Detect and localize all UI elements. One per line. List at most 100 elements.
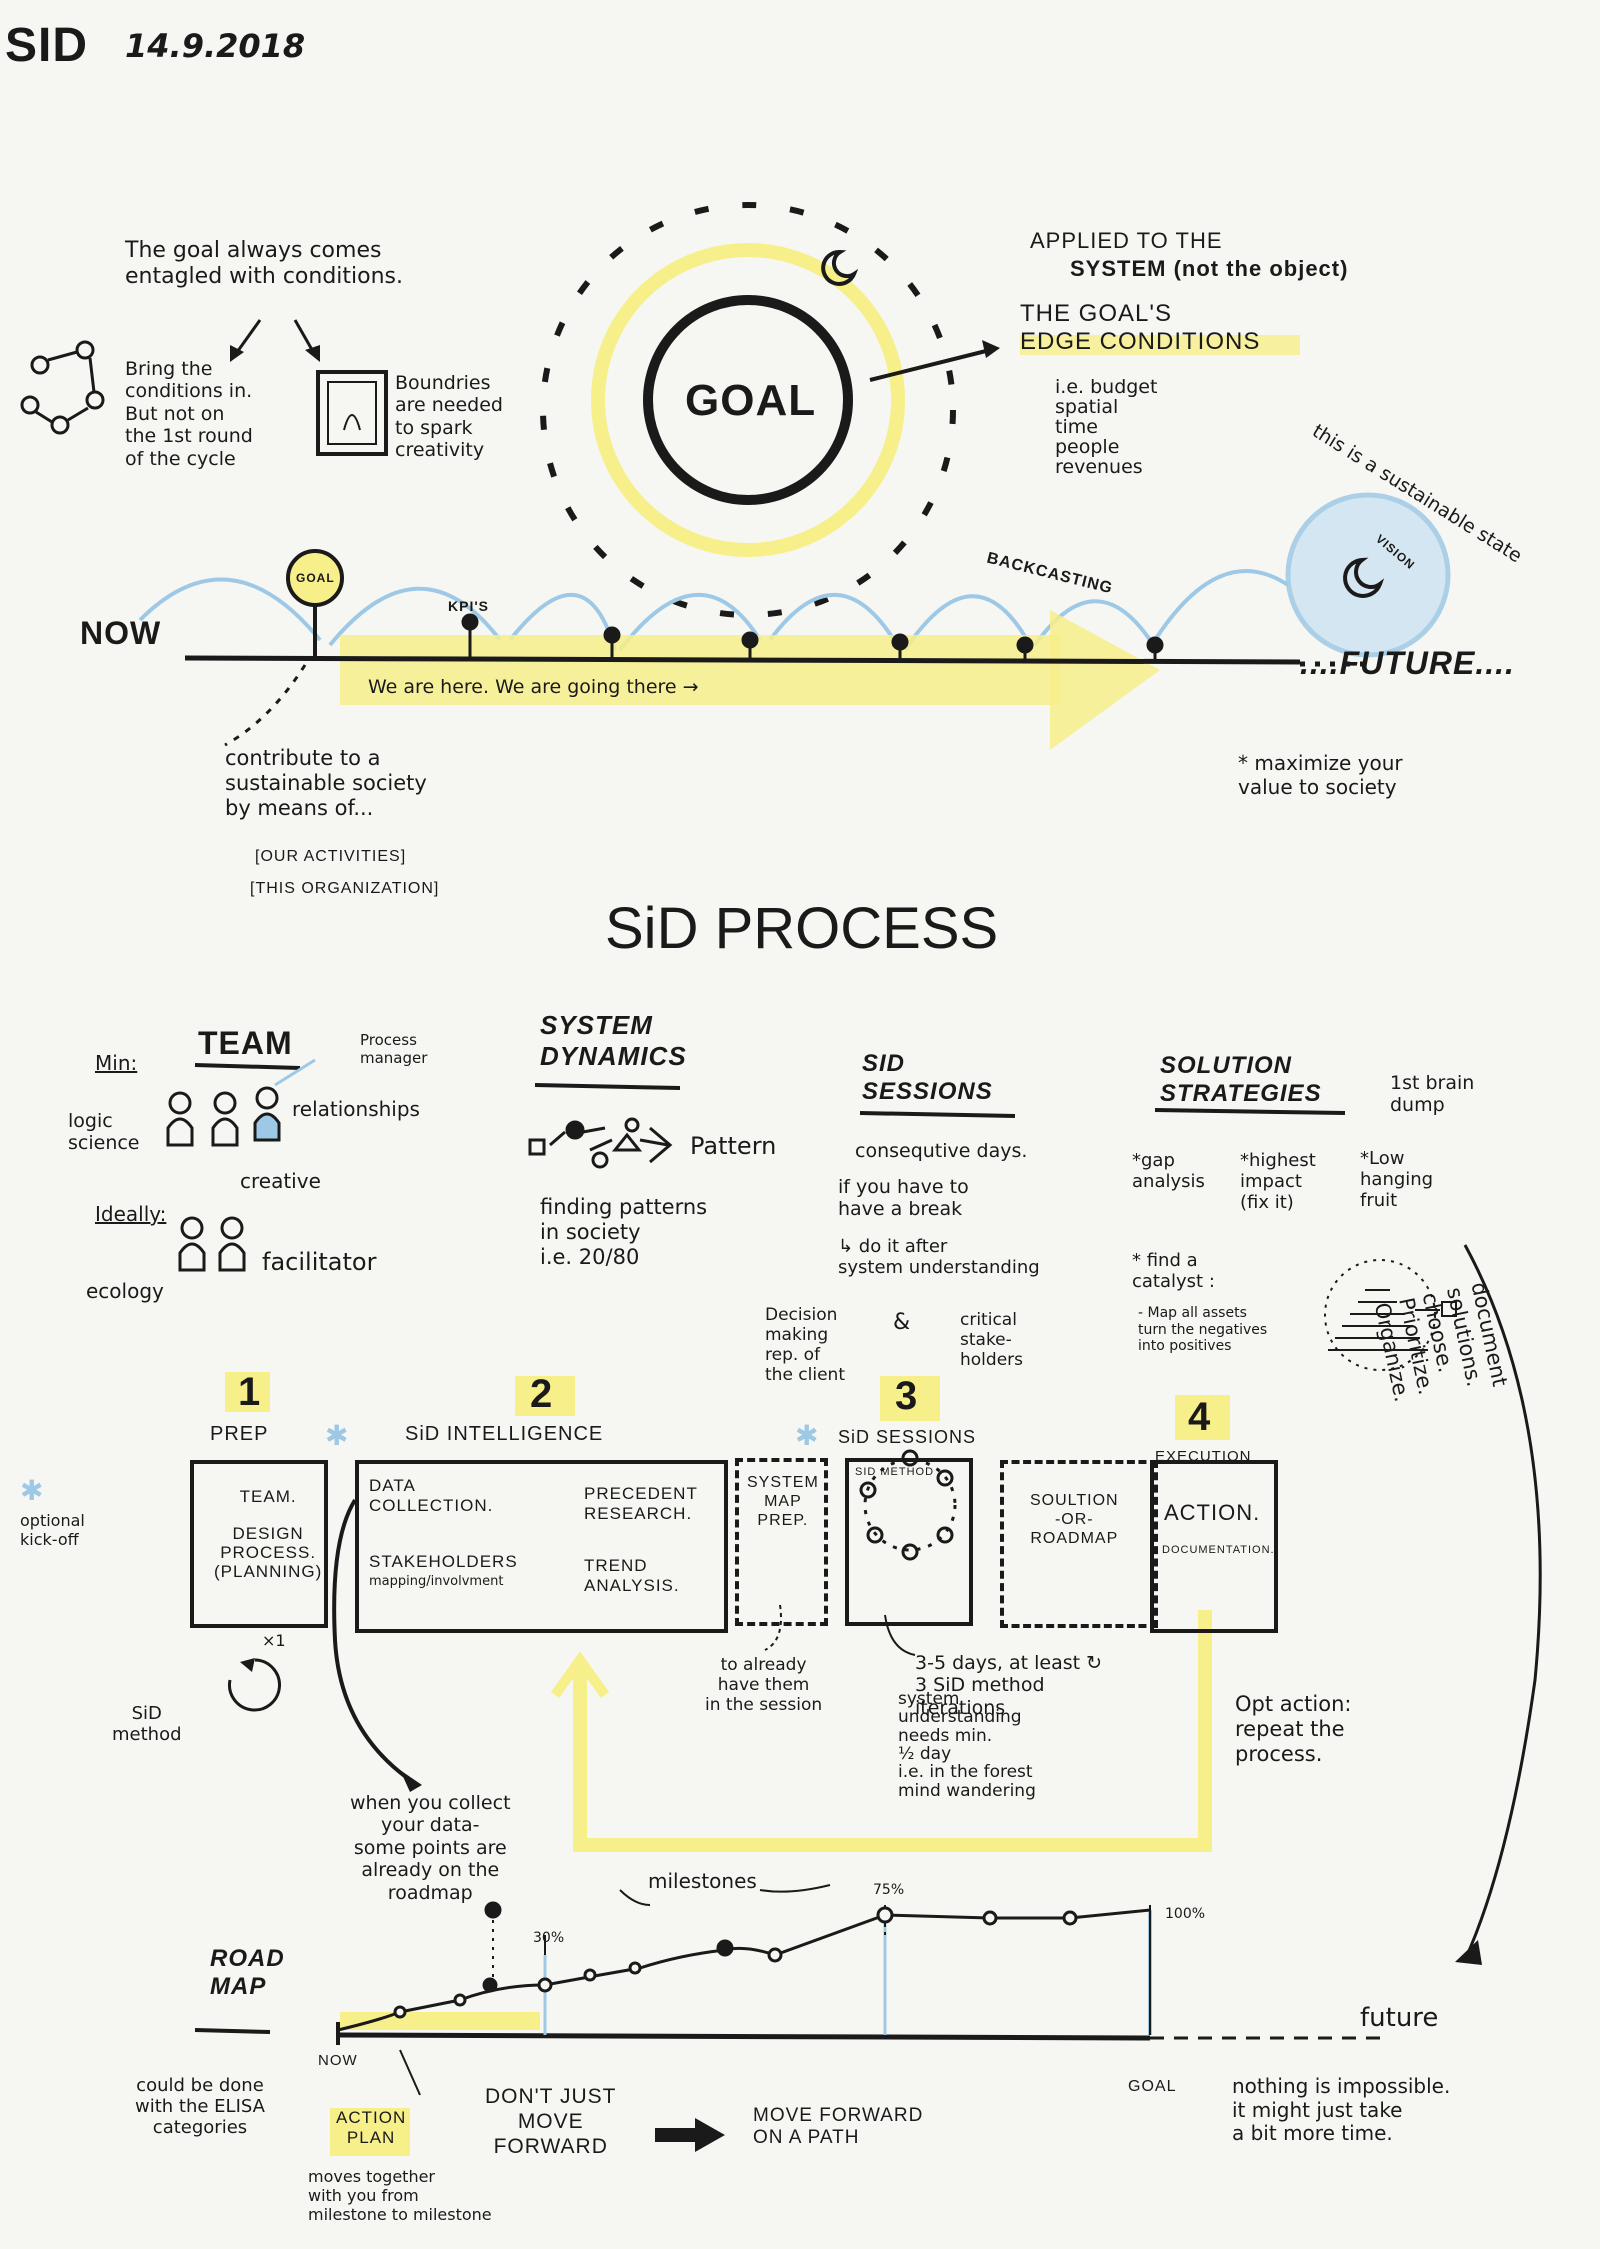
vision-circle	[1285, 492, 1451, 658]
bring-conditions-text: Bring the conditions in. But not on the …	[125, 358, 253, 470]
roadmap-future-label: future	[1360, 2003, 1439, 2033]
milestone-30-label: 30%	[533, 1930, 565, 1946]
prep-box: TEAM. DESIGN PROCESS. (planning)	[190, 1460, 328, 1628]
catalyst-text: * find a catalyst :	[1132, 1250, 1215, 1293]
optional-kickoff-text: optional kick-off	[20, 1511, 85, 1549]
mapping-involvement-text: mapping/involvment	[369, 1574, 504, 1589]
action-text: ACTION.	[1164, 1500, 1261, 1525]
goal-sun-glow	[591, 243, 905, 557]
feedback-loop	[573, 1610, 1212, 1852]
this-organization-label: [THIS ORGANIZATION]	[250, 880, 440, 897]
pattern-label: Pattern	[690, 1132, 777, 1160]
applied-to-label: APPLIED TO THE	[1030, 228, 1223, 253]
creative-label: creative	[240, 1169, 321, 1193]
step-4-number: 4	[1188, 1395, 1211, 1439]
elisa-text: could be done with the ELISA categories	[135, 2075, 265, 2139]
roadmap-points	[393, 1901, 1078, 2019]
team-figures	[166, 1086, 281, 1272]
roadmap-now-label: NOW	[318, 2052, 358, 2069]
star-icons: ✱ ✱ ✱	[20, 1419, 818, 1507]
conditions-list: i.e. budget spatial time people revenues	[1055, 376, 1158, 478]
trend-analysis-text: TREND ANALYSIS.	[584, 1556, 680, 1596]
step-2-number: 2	[530, 1372, 553, 1416]
consecutive-days-text: consequtive days.	[855, 1140, 1028, 1162]
svg-text:✱: ✱	[20, 1474, 43, 1507]
milestone-75-label: 75%	[873, 1882, 905, 1898]
cycle-icon	[20, 340, 105, 435]
execution-box: ACTION. DOCUMENTATION.	[1150, 1460, 1278, 1633]
impossible-text: nothing is impossible. it might just tak…	[1232, 2074, 1451, 2146]
highest-impact-text: *highest impact (fix it)	[1240, 1150, 1316, 1214]
backcasting-arcs	[138, 569, 1290, 652]
sid-sessions-heading: SiD SESSIONS	[862, 1050, 993, 1106]
system-label: SYSTEM (not the object)	[1070, 256, 1349, 281]
solution-roadmap-text: SOULTION -OR- ROADMAP	[1030, 1492, 1119, 1547]
step-1-label: PREP	[210, 1423, 269, 1445]
now-label: NOW	[80, 615, 162, 651]
precedent-research-text: PRECEDENT RESEARCH.	[584, 1484, 698, 1524]
prep-box-text: TEAM. DESIGN PROCESS. (planning)	[214, 1487, 323, 1581]
dont-just-text: DON'T JUST MOVE FORWARD	[485, 2085, 617, 2158]
sid-logo: SiD	[5, 19, 89, 72]
future-label: ....FUTURE....	[1300, 645, 1515, 681]
pyramid-icon	[1324, 1259, 1457, 1371]
system-map-box: SYSTEM MAP PREP.	[735, 1458, 828, 1626]
ecology-label: ecology	[86, 1279, 164, 1303]
pattern-icon	[528, 1117, 673, 1169]
team-heading: TEAM	[198, 1025, 293, 1061]
facilitator-label: facilitator	[262, 1248, 377, 1276]
roadmap-base	[337, 2032, 1151, 2041]
solution-roadmap-box: SOULTION -OR- ROADMAP	[1000, 1460, 1158, 1628]
ideally-label: Ideally:	[95, 1202, 167, 1226]
roadmap-heading: ROAD MAP	[210, 1945, 285, 2001]
moves-together-text: moves together with you from milestone t…	[308, 2167, 492, 2224]
ampersand: &	[893, 1310, 911, 1335]
brain-dump-label: 1st brain dump	[1390, 1072, 1475, 1117]
team-min-label: Min:	[95, 1051, 138, 1075]
timeline-line	[184, 655, 1301, 665]
goal-orbit	[540, 202, 956, 618]
process-manager-label: Process manager	[360, 1031, 428, 1067]
goal-ring	[643, 295, 853, 505]
goal-sign-label: GOAL	[296, 571, 335, 585]
step-1-number: 1	[238, 1370, 261, 1414]
prep-cycle-icon	[228, 1658, 281, 1712]
boundaries-text: Boundries are needed to spark creativity	[395, 372, 503, 462]
kpi-pins	[461, 613, 1164, 662]
our-activities-label: [OUR ACTIVITIES]	[255, 848, 407, 865]
vision-moon-icon	[1343, 557, 1385, 598]
step-3-number: 3	[895, 1374, 918, 1418]
break-text: if you have to have a break	[838, 1176, 969, 1221]
milestones-label: milestones	[648, 1869, 757, 1893]
frame-icon	[316, 370, 388, 456]
svg-text:✱: ✱	[795, 1419, 818, 1452]
map-assets-text: - Map all assets turn the negatives into…	[1138, 1305, 1268, 1355]
low-hanging-text: *Low hanging fruit	[1360, 1148, 1434, 1212]
timeline-arrow-text: We are here. We are going there →	[368, 676, 699, 698]
goal-intro: The goal always comes entagled with cond…	[125, 238, 403, 289]
maximize-text: * maximize your value to society	[1238, 751, 1403, 799]
kpis-label: KPI'S	[448, 598, 490, 614]
system-understanding-text: system understanding needs min. ½ day i.…	[898, 1689, 1036, 1801]
move-forward-text: MOVE FORWARD ON A PATH	[753, 2105, 924, 2149]
milestone-100-label: 100%	[1165, 1906, 1206, 1922]
goal-label: GOAL	[685, 376, 817, 425]
finding-patterns-text: finding patterns in society i.e. 20/80	[540, 1195, 708, 1269]
stakeholders-text: STAKEHOLDERS	[369, 1552, 518, 1571]
system-dynamics-heading: SYSTEM DYNAMICS	[540, 1010, 687, 1071]
process-title: SiD PROCESS	[605, 896, 999, 961]
intelligence-box: DATA COLLECTION. PRECEDENT RESEARCH. STA…	[355, 1460, 728, 1633]
step-2-label: SiD INTELLIGENCE	[405, 1423, 604, 1445]
critical-stakeholders-text: critical stake- holders	[960, 1310, 1023, 1371]
step-3-label: SiD SESSIONS	[838, 1427, 977, 1447]
x1-label: ×1	[262, 1631, 286, 1650]
opt-action-text: Opt action: repeat the process.	[1235, 1692, 1352, 1766]
sid-method-box: SID METHOD	[845, 1458, 973, 1626]
system-map-text: SYSTEM MAP PREP.	[747, 1474, 819, 1529]
solution-strategies-heading: SOLUTION STRATEGIES	[1160, 1052, 1322, 1108]
date: 14.9.2018	[125, 27, 306, 65]
action-plan-label: ACTION PLAN	[336, 2108, 407, 2148]
svg-text:✱: ✱	[325, 1419, 348, 1452]
edge-conditions-label: THE GOAL'S EDGE CONDITIONS	[1020, 300, 1261, 356]
documentation-text: DOCUMENTATION.	[1162, 1544, 1275, 1556]
